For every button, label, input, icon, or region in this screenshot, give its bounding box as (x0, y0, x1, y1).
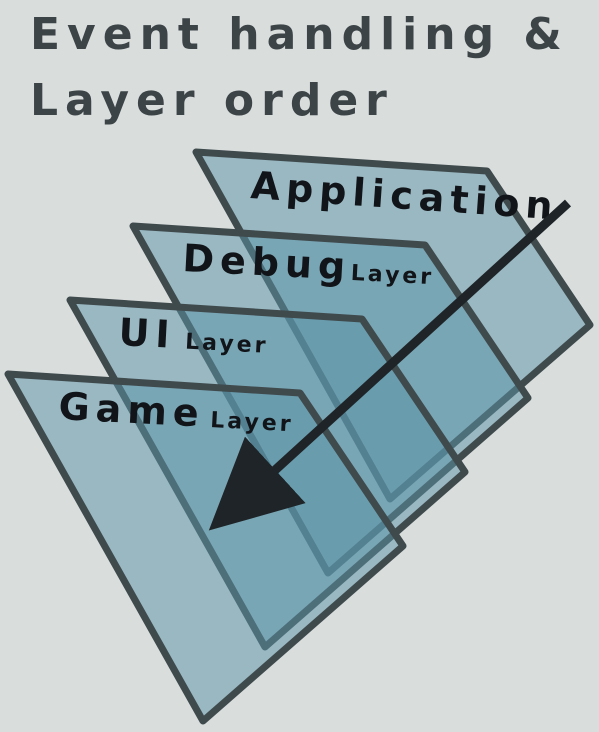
layer-label-game-name: Game (58, 384, 206, 436)
layer-label-game-suffix: Layer (210, 408, 295, 437)
layer-label-debug-name: Debug (182, 236, 353, 289)
layer-label-ui-suffix: Layer (185, 330, 270, 359)
event-flow-arrow (208, 199, 572, 531)
title-line-2: Layer order (30, 75, 394, 126)
title-line-1: Event handling & (30, 9, 569, 60)
layer-label-debug-suffix: Layer (350, 261, 435, 290)
layer-label-debug: DebugLayer (182, 236, 436, 293)
layer-label-ui-name: UI (118, 310, 177, 357)
diagram-title: Event handling & Layer order (30, 2, 569, 134)
layer-label-ui: UI Layer (118, 310, 270, 362)
